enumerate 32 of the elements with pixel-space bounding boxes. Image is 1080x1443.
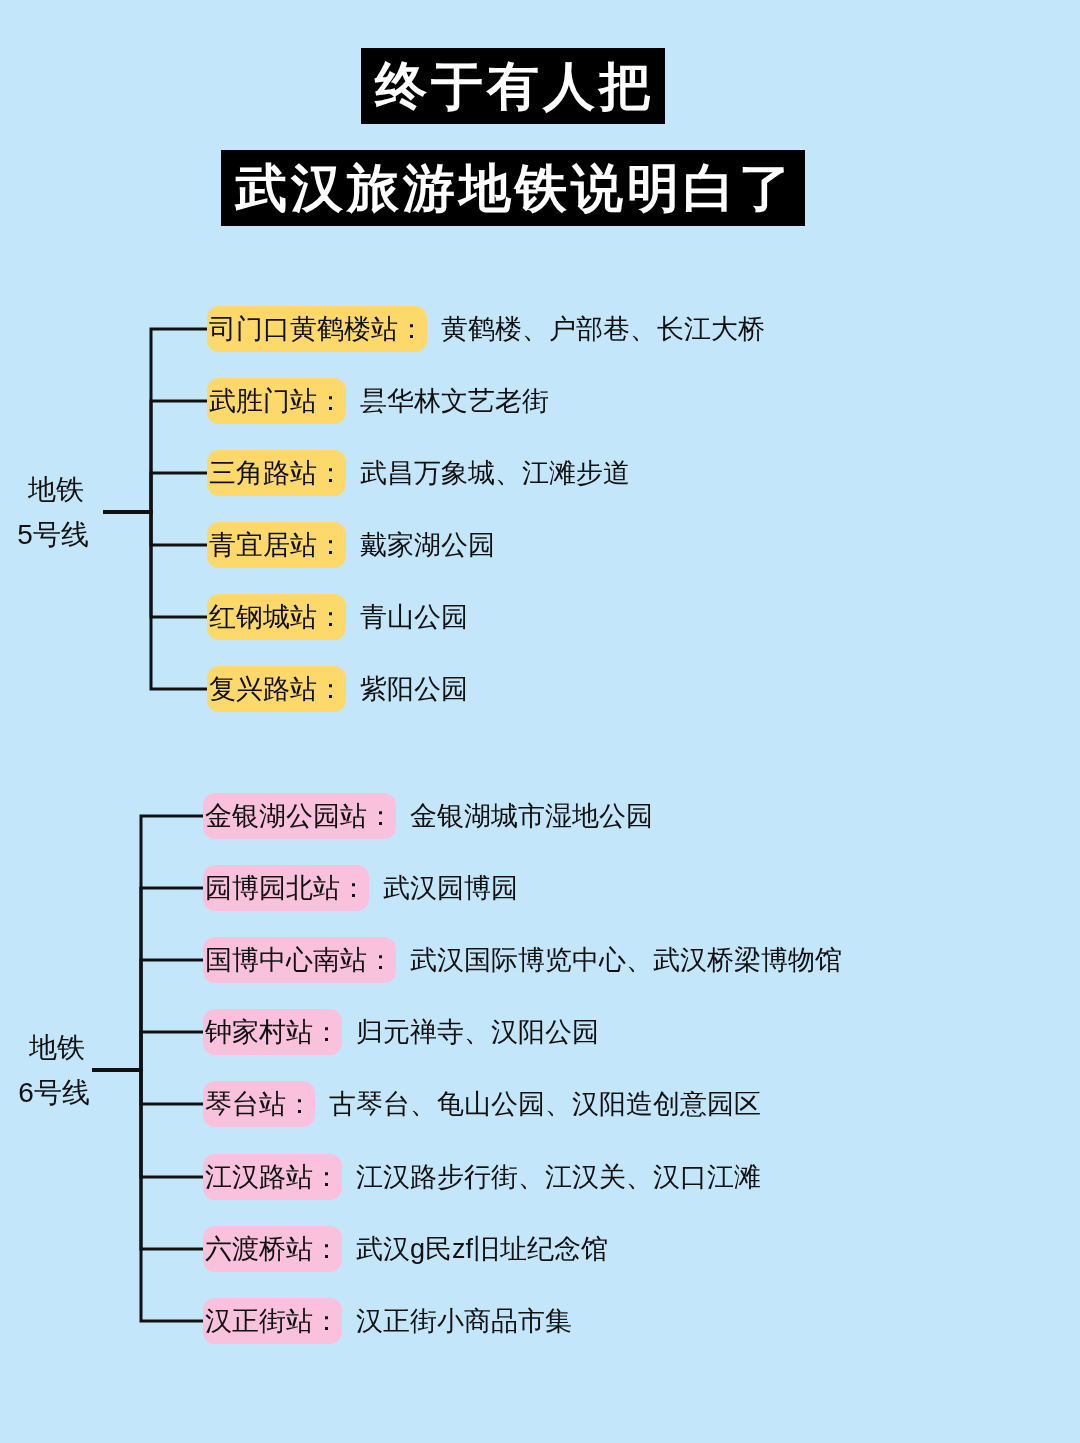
attractions-text: 江汉路步行街、江汉关、汉口江滩 [356,1161,761,1194]
attractions-text: 归元禅寺、汉阳公园 [356,1016,599,1049]
attractions-text: 金银湖城市湿地公园 [410,800,653,833]
station-label: 司门口黄鹤楼站： [207,306,427,352]
station-label: 金银湖公园站： [203,793,396,839]
connector-line [103,510,207,691]
station-label: 复兴路站： [207,666,346,712]
station-label: 江汉路站： [203,1154,342,1200]
connector-line [92,1068,203,1323]
attractions-text: 武汉g民zf旧址纪念馆 [356,1233,609,1266]
attractions-text: 武汉园博园 [383,872,518,905]
station-label: 琴台站： [203,1081,315,1127]
attractions-text: 昙华林文艺老街 [360,385,549,418]
attractions-text: 汉正街小商品市集 [356,1305,572,1338]
station-label: 国博中心南站： [203,937,396,983]
attractions-text: 紫阳公园 [360,673,468,706]
attractions-text: 古琴台、龟山公园、汉阳造创意园区 [329,1088,761,1121]
attractions-text: 黄鹤楼、户部巷、长江大桥 [441,313,765,346]
line-label: 地铁5号线 [3,467,103,557]
line-label: 地铁6号线 [16,1025,92,1115]
attractions-text: 戴家湖公园 [360,529,495,562]
station-label: 青宜居站： [207,522,346,568]
station-label: 武胜门站： [207,378,346,424]
station-label: 红钢城站： [207,594,346,640]
attractions-text: 武昌万象城、江滩步道 [360,457,630,490]
station-label: 汉正街站： [203,1298,342,1344]
station-label: 六渡桥站： [203,1226,342,1272]
attractions-text: 青山公园 [360,601,468,634]
station-label: 三角路站： [207,450,346,496]
attractions-text: 武汉国际博览中心、武汉桥梁博物馆 [410,944,842,977]
station-label: 园博园北站： [203,865,369,911]
station-label: 钟家村站： [203,1009,342,1055]
